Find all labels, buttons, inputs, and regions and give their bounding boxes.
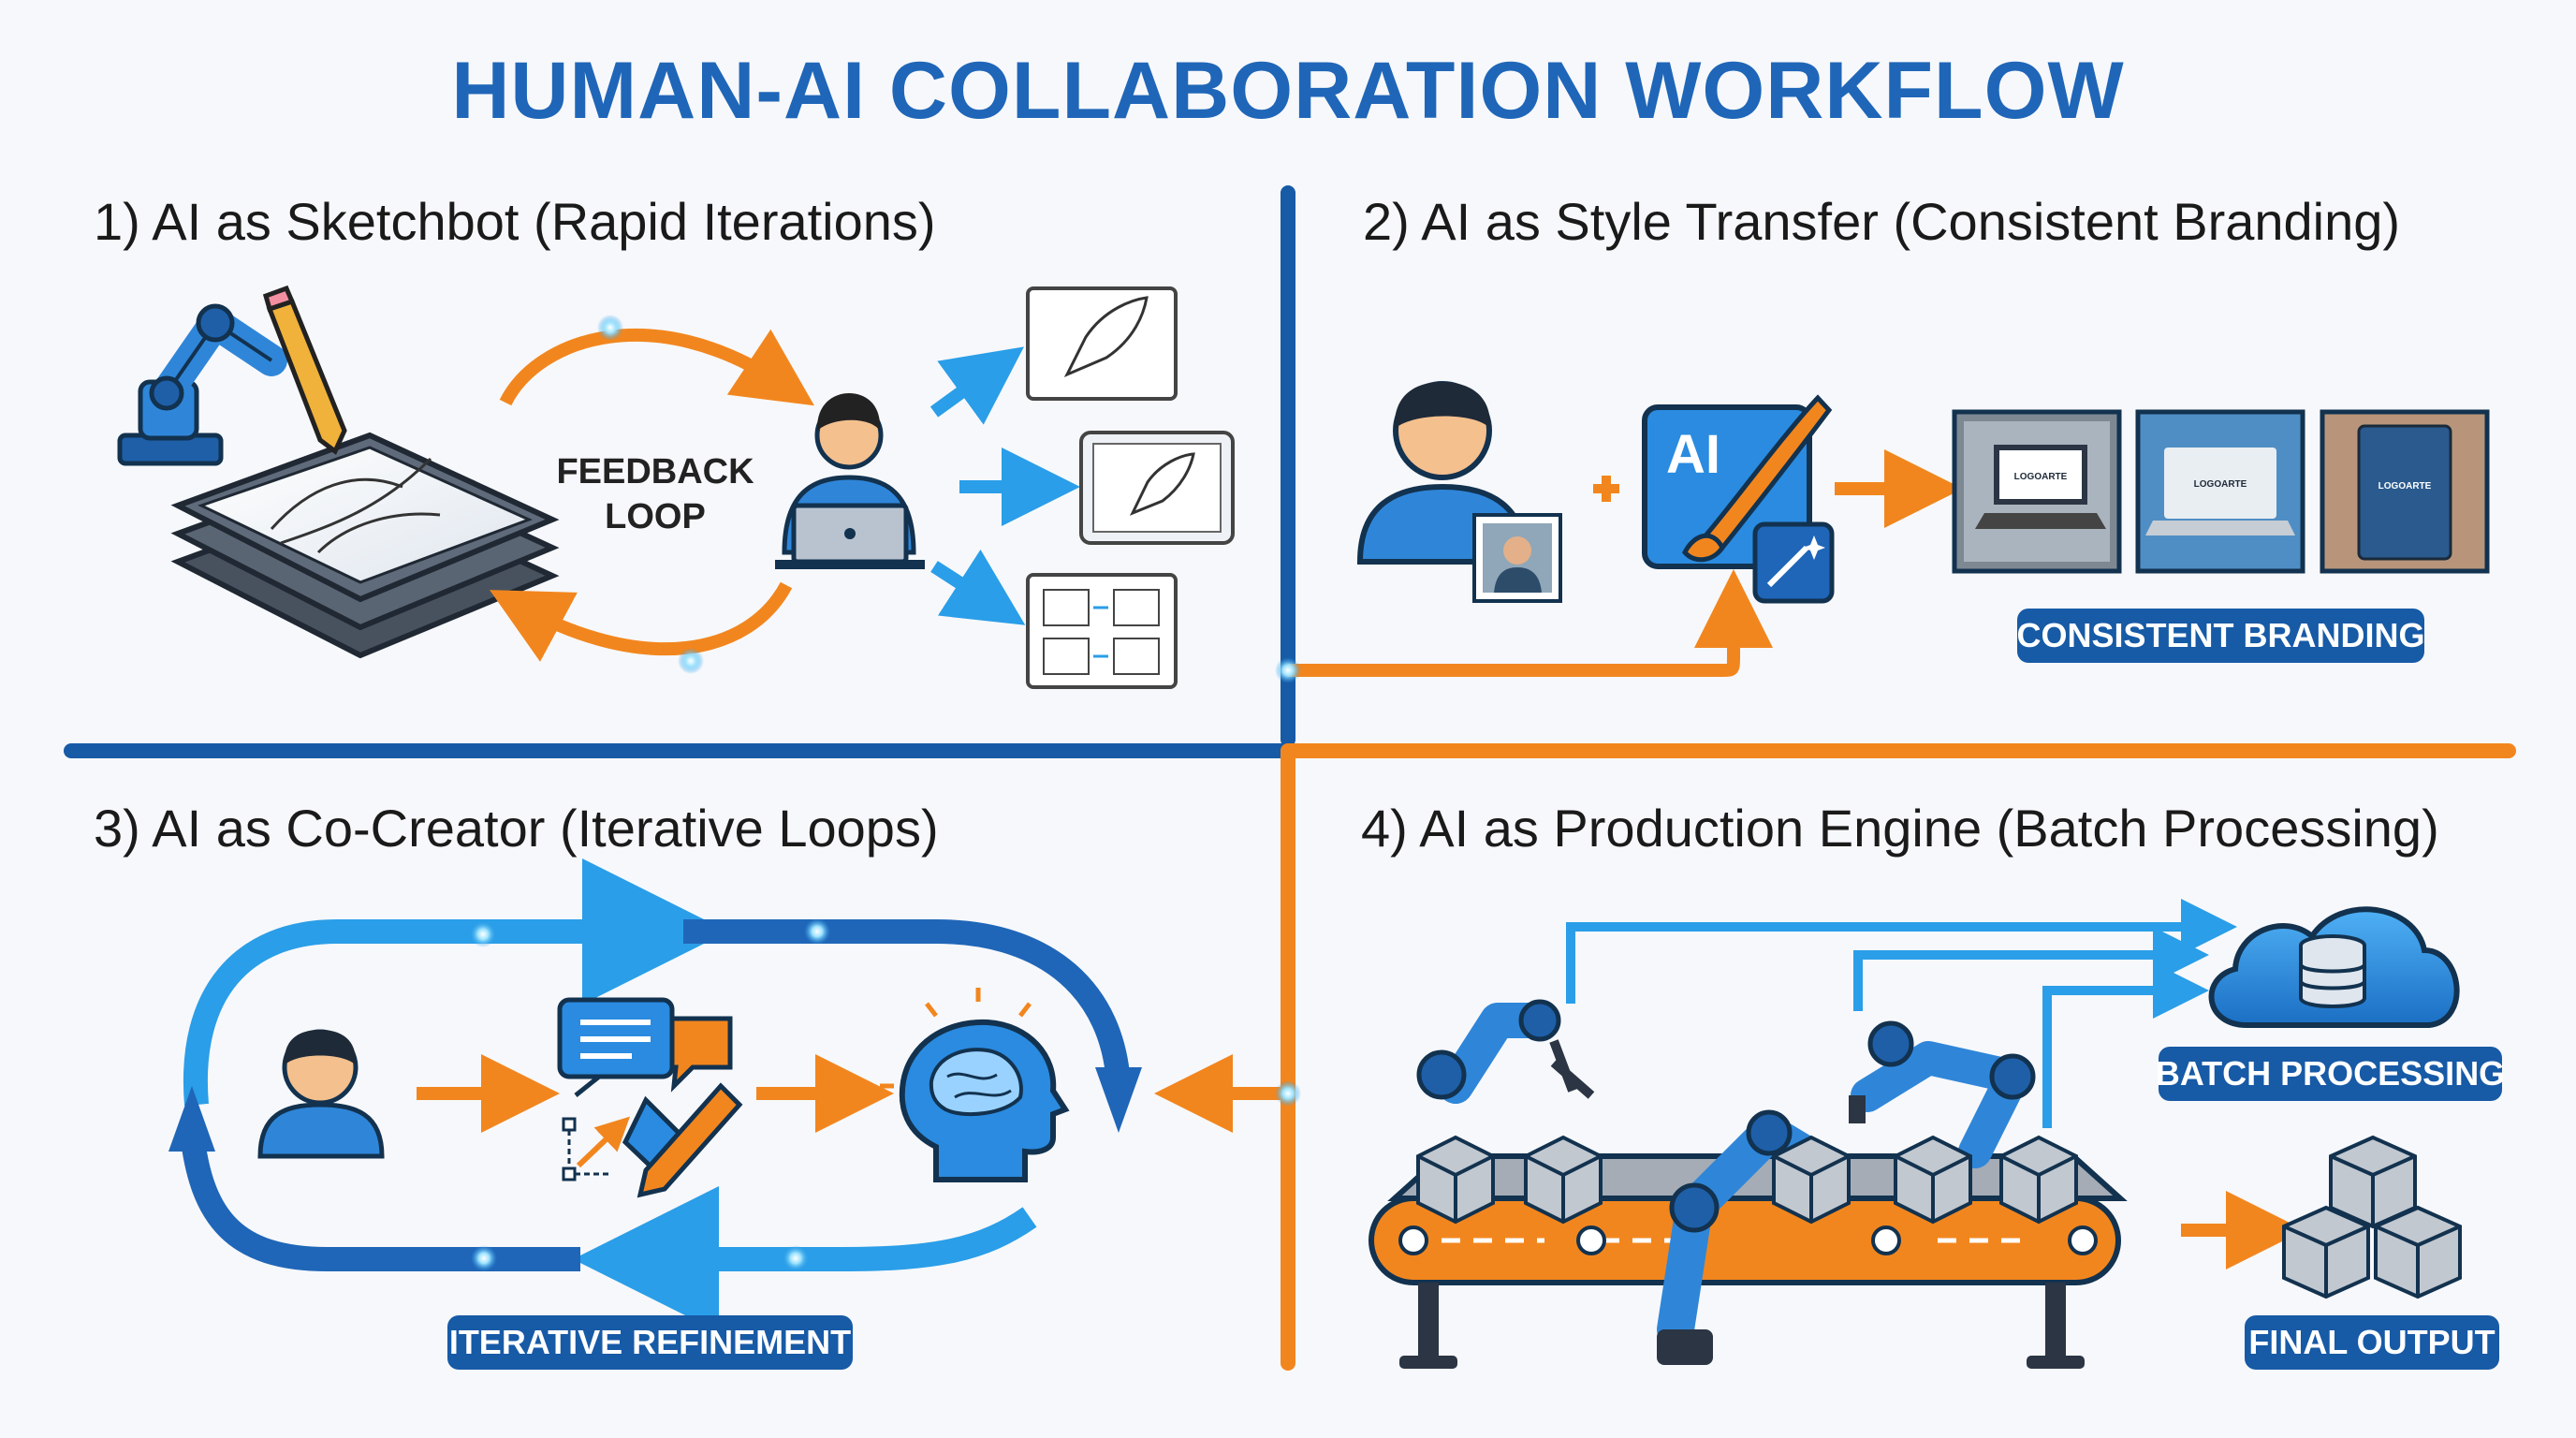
section-1-heading: 1) AI as Sketchbot (Rapid Iterations) [94, 192, 936, 251]
feedback-loop-line: LOOP [605, 497, 706, 536]
page-title: HUMAN-AI COLLABORATION WORKFLOW [451, 46, 2125, 136]
ai-label: AI [1666, 424, 1720, 485]
pen-tool-icon [562, 1082, 743, 1198]
logo-text-2: LOGOARTE [2194, 479, 2247, 490]
process-arrows [417, 1054, 1301, 1133]
feedback-loop-line: FEEDBACK [556, 452, 754, 492]
iterative-refinement-badge: ITERATIVE REFINEMENT [447, 1315, 853, 1370]
user-icon [1356, 381, 1530, 565]
logo-text-1: LOGOARTE [2014, 472, 2068, 482]
photo-icon [1472, 513, 1562, 603]
logo-text-3: LOGOARTE [2378, 481, 2432, 492]
feedback-loop-arrows [490, 315, 814, 674]
notebook-mockup-icon: LOGOARTE [2320, 409, 2490, 574]
user-icon-2 [257, 1029, 385, 1159]
feedback-loop-label: FEEDBACK LOOP [548, 449, 763, 539]
cloud-database-icon [2208, 906, 2460, 1028]
rocket-sketch-icon [1026, 286, 1235, 689]
pencil-icon [262, 285, 347, 455]
branding-arrows [1275, 449, 1963, 683]
batch-processing-badge: BATCH PROCESSING [2156, 1047, 2505, 1101]
feedback-loop-text: FEEDBACK LOOP [556, 452, 754, 536]
user-laptop-icon [775, 393, 925, 569]
plus-icon [1593, 476, 1619, 502]
batch-feed-arrows [1566, 899, 2305, 1269]
section-3-heading: 3) AI as Co-Creator (Iterative Loops) [94, 799, 939, 858]
laptop-mockup-icon: LOGOARTE LOGOARTE [1952, 409, 2305, 574]
tablet-stack-icon [170, 432, 560, 659]
output-arrows [929, 346, 1080, 625]
consistent-branding-badge: CONSISTENT BRANDING [2017, 609, 2425, 663]
box-icon [1416, 1135, 2078, 1225]
section-4-heading: 4) AI as Production Engine (Batch Proces… [1361, 799, 2439, 858]
quadrant-dividers [64, 185, 2516, 1371]
magic-wand-icon [1752, 521, 1835, 604]
section-2-heading: 2) AI as Style Transfer (Consistent Bran… [1363, 192, 2401, 251]
final-output-badge: FINAL OUTPUT [2245, 1315, 2499, 1370]
robot-arm-icon [117, 303, 287, 466]
iterative-loop-arrows [168, 858, 1142, 1332]
brain-head-icon [880, 988, 1070, 1182]
chat-bubble-icon [557, 997, 733, 1097]
final-output-boxes-icon [2282, 1135, 2462, 1299]
